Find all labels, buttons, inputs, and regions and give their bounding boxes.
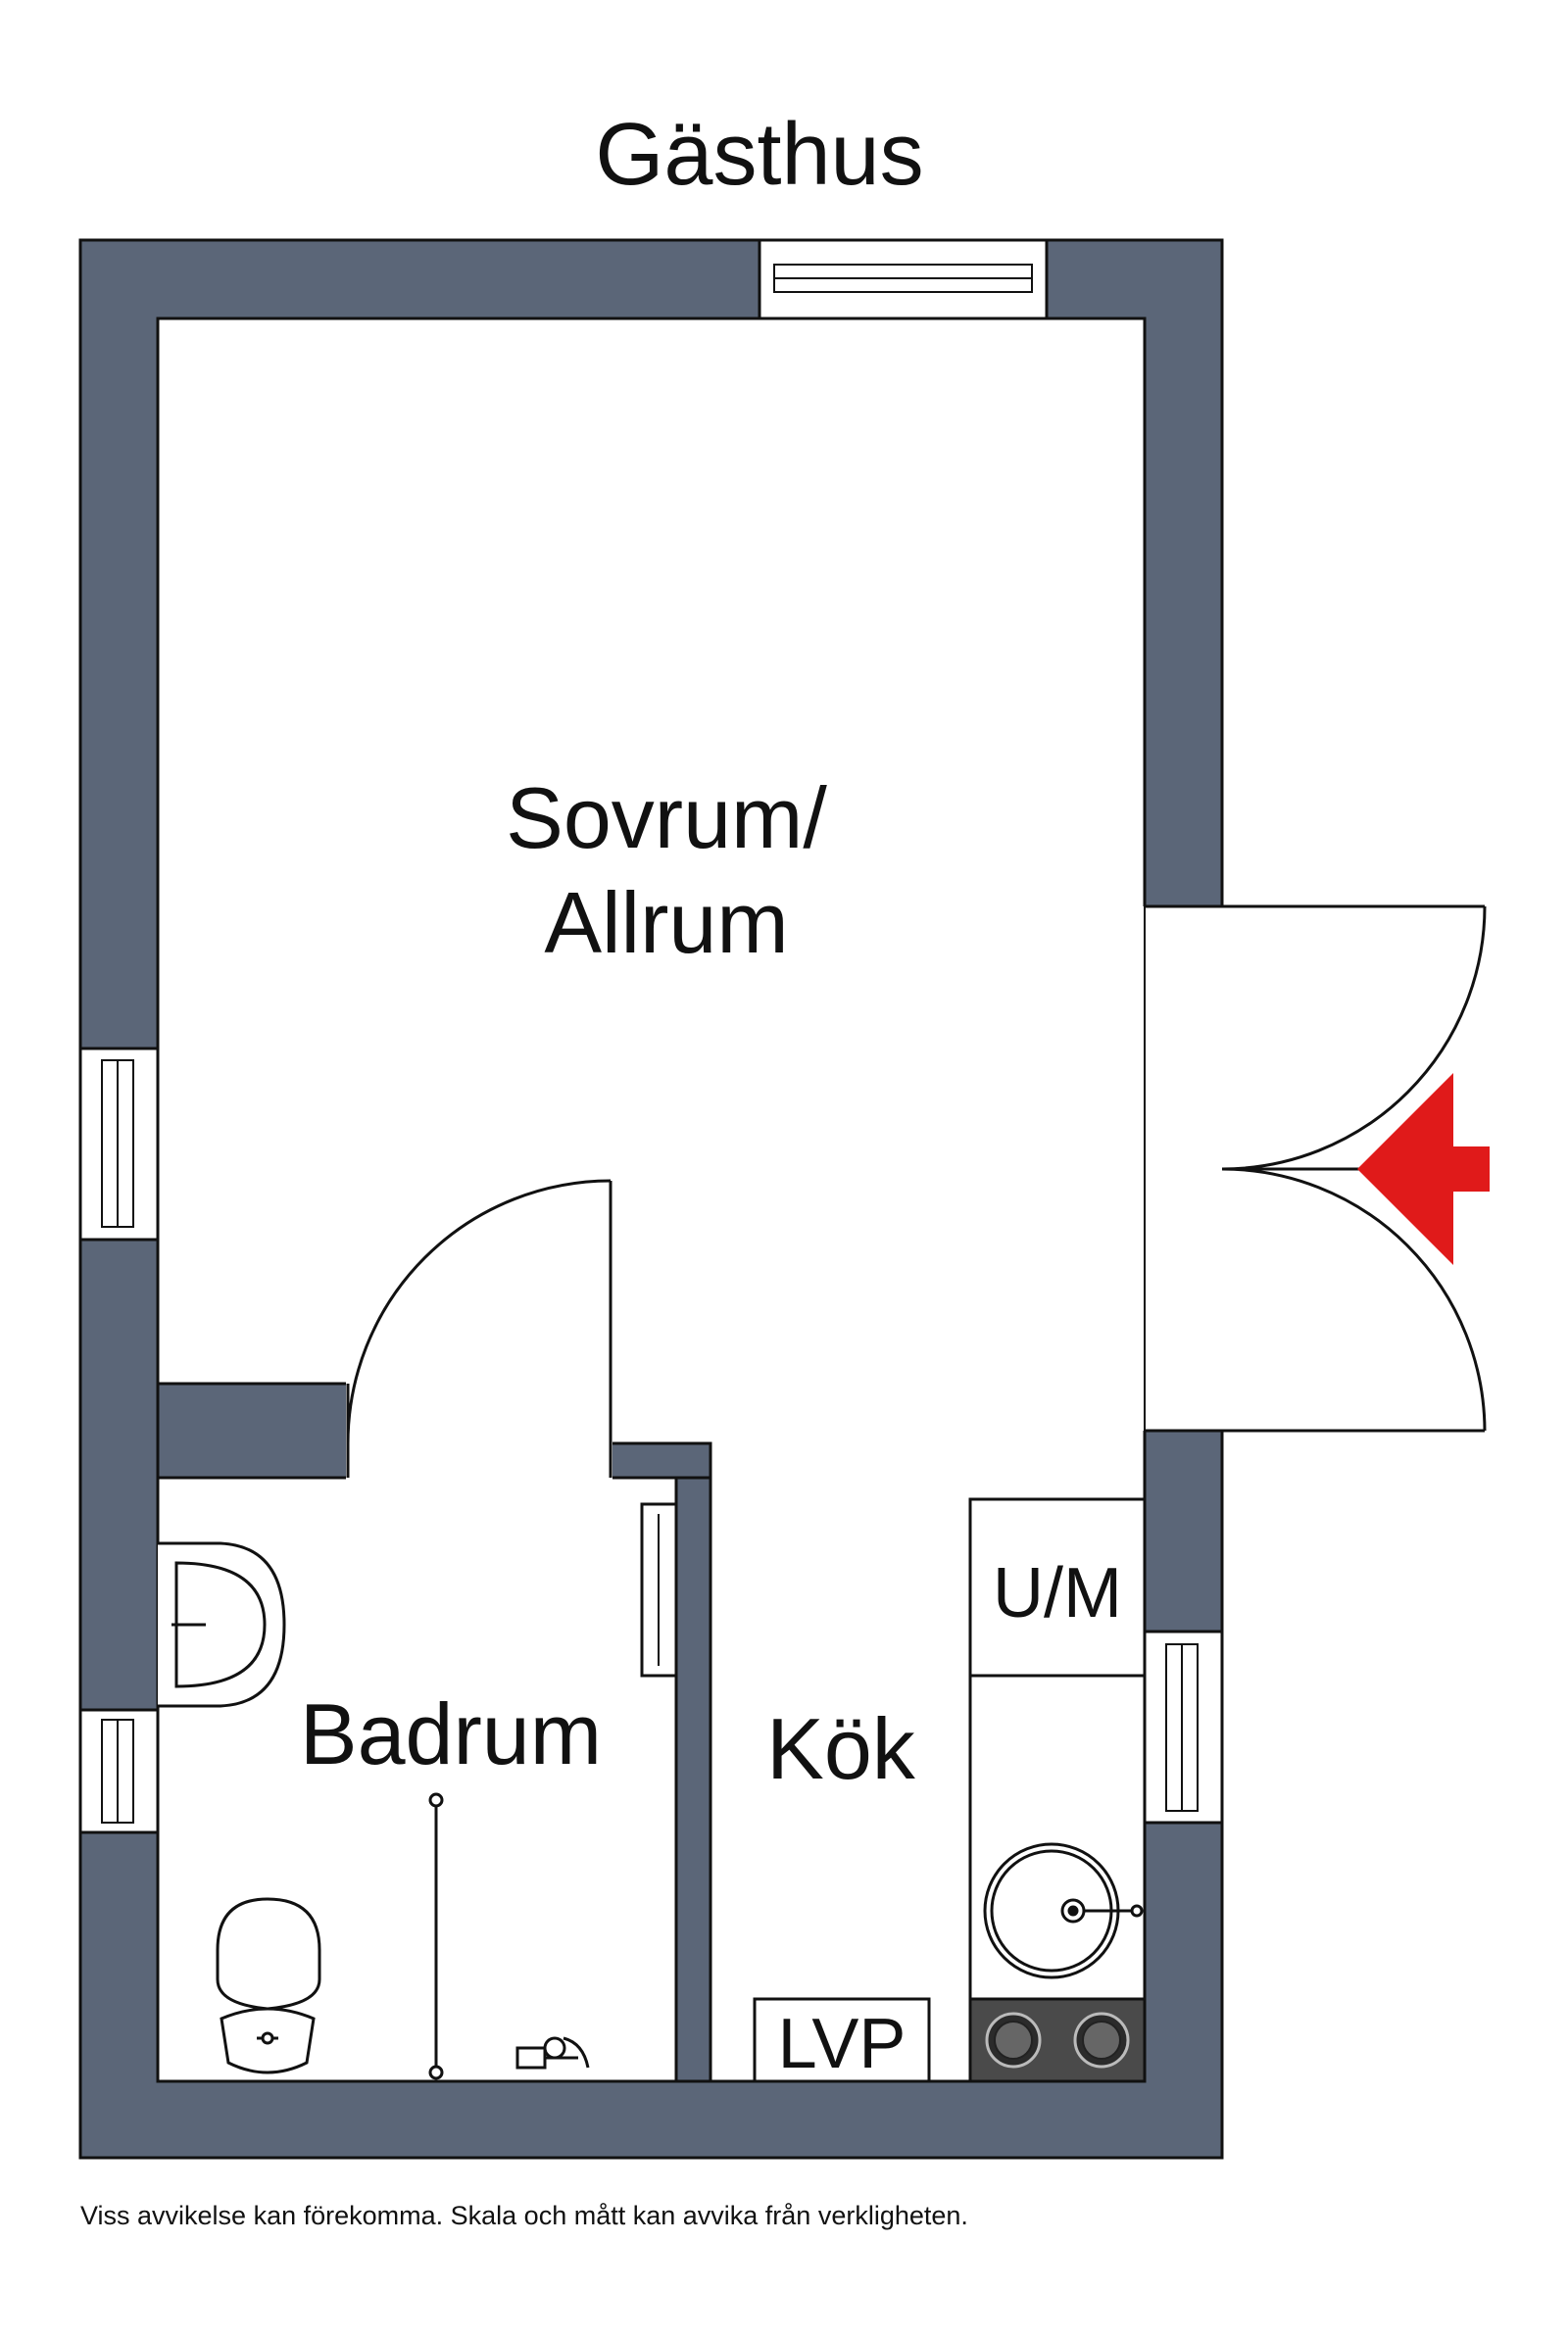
window-icon bbox=[640, 1502, 678, 1678]
window-icon bbox=[78, 1047, 160, 1242]
shower-icon bbox=[428, 1792, 590, 2080]
entrance-opening bbox=[1143, 906, 1225, 1431]
stove-icon bbox=[968, 1997, 1147, 2083]
window-icon bbox=[78, 1708, 160, 1834]
room-label-bathroom: Badrum bbox=[300, 1685, 602, 1782]
entrance-arrow-icon bbox=[1357, 1073, 1490, 1265]
bath-door-opening bbox=[346, 1382, 612, 1480]
room-label-living-line2: Allrum bbox=[544, 874, 788, 971]
window-icon bbox=[758, 238, 1049, 320]
page-title: Gästhus bbox=[595, 106, 923, 204]
sink-icon bbox=[158, 1541, 286, 1708]
room-label-living-line1: Sovrum/ bbox=[506, 769, 827, 866]
bath-wall-top-right bbox=[609, 1441, 712, 1480]
sink-icon bbox=[983, 1842, 1144, 1979]
toilet-icon bbox=[216, 1897, 321, 2074]
footer-disclaimer: Viss avvikelse kan förekomma. Skala och … bbox=[80, 2201, 968, 2230]
door-swing-icon bbox=[346, 1179, 612, 1444]
room-label-kitchen: Kök bbox=[766, 1700, 916, 1797]
heatpump-label: LVP bbox=[778, 2005, 906, 2083]
heatpump-box bbox=[753, 1997, 931, 2083]
washer-label: U/M bbox=[993, 1554, 1122, 1633]
bath-kitchen-partition bbox=[674, 1476, 712, 2083]
window-icon bbox=[1143, 1630, 1224, 1825]
bath-wall-left-stub bbox=[156, 1382, 350, 1480]
